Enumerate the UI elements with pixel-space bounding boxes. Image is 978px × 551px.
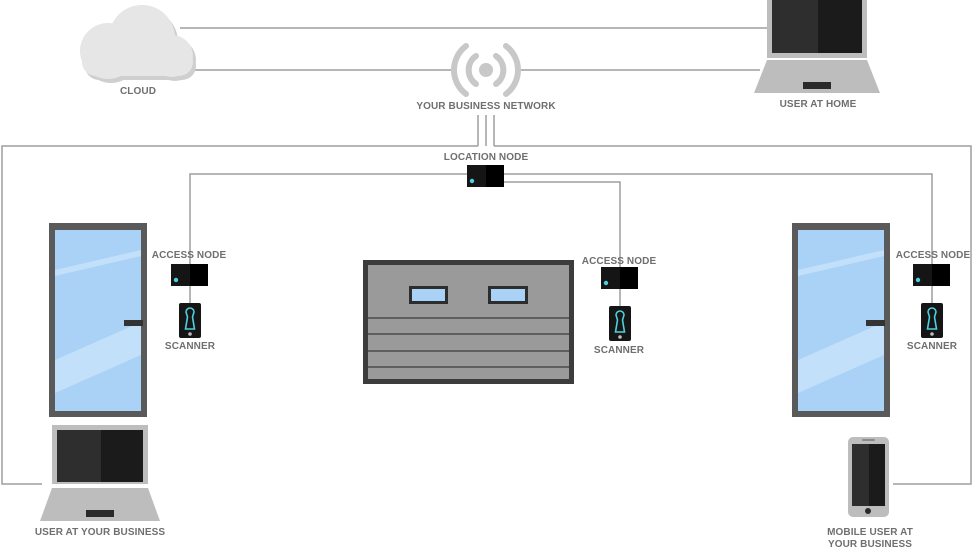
left-scanner-device bbox=[179, 303, 201, 338]
connection-lines bbox=[1, 27, 972, 485]
user-home-label: USER AT HOME bbox=[779, 99, 857, 110]
middle-scanner-device bbox=[609, 306, 631, 341]
line-location-to-mid-access bbox=[486, 181, 621, 268]
middle-scanner-label: SCANNER bbox=[593, 345, 645, 356]
right-access-node-device bbox=[913, 264, 950, 286]
laptop-home-icon bbox=[754, 0, 880, 93]
cloud-label: CLOUD bbox=[119, 86, 157, 97]
cloud-icon bbox=[80, 5, 196, 83]
line-location-to-right-access bbox=[486, 173, 933, 264]
left-scanner-label: SCANNER bbox=[164, 341, 216, 352]
location-node-device bbox=[467, 165, 504, 187]
laptop-business-icon bbox=[40, 425, 160, 521]
right-access-node-label: ACCESS NODE bbox=[895, 250, 971, 261]
line-location-to-left-access bbox=[189, 173, 486, 264]
wifi-network-icon bbox=[451, 43, 521, 97]
middle-access-node-device bbox=[601, 267, 638, 289]
smartphone-icon bbox=[848, 437, 889, 517]
left-access-node-label: ACCESS NODE bbox=[151, 250, 227, 261]
left-glass-door bbox=[49, 223, 147, 417]
line-outer-right-loop bbox=[494, 145, 972, 485]
garage-door bbox=[363, 260, 574, 384]
right-scanner-device bbox=[921, 303, 943, 338]
line-outer-left-loop bbox=[1, 145, 478, 485]
network-label: YOUR BUSINESS NETWORK bbox=[416, 101, 556, 112]
location-node-label: LOCATION NODE bbox=[443, 152, 529, 163]
right-scanner-label: SCANNER bbox=[906, 341, 958, 352]
mobile-user-label-line2: YOUR BUSINESS bbox=[827, 539, 913, 550]
left-access-node-device bbox=[171, 264, 208, 286]
mobile-user-label-line1: MOBILE USER AT bbox=[827, 527, 913, 538]
user-business-label: USER AT YOUR BUSINESS bbox=[34, 527, 166, 538]
middle-access-node-label: ACCESS NODE bbox=[581, 256, 657, 267]
right-glass-door bbox=[792, 223, 890, 417]
